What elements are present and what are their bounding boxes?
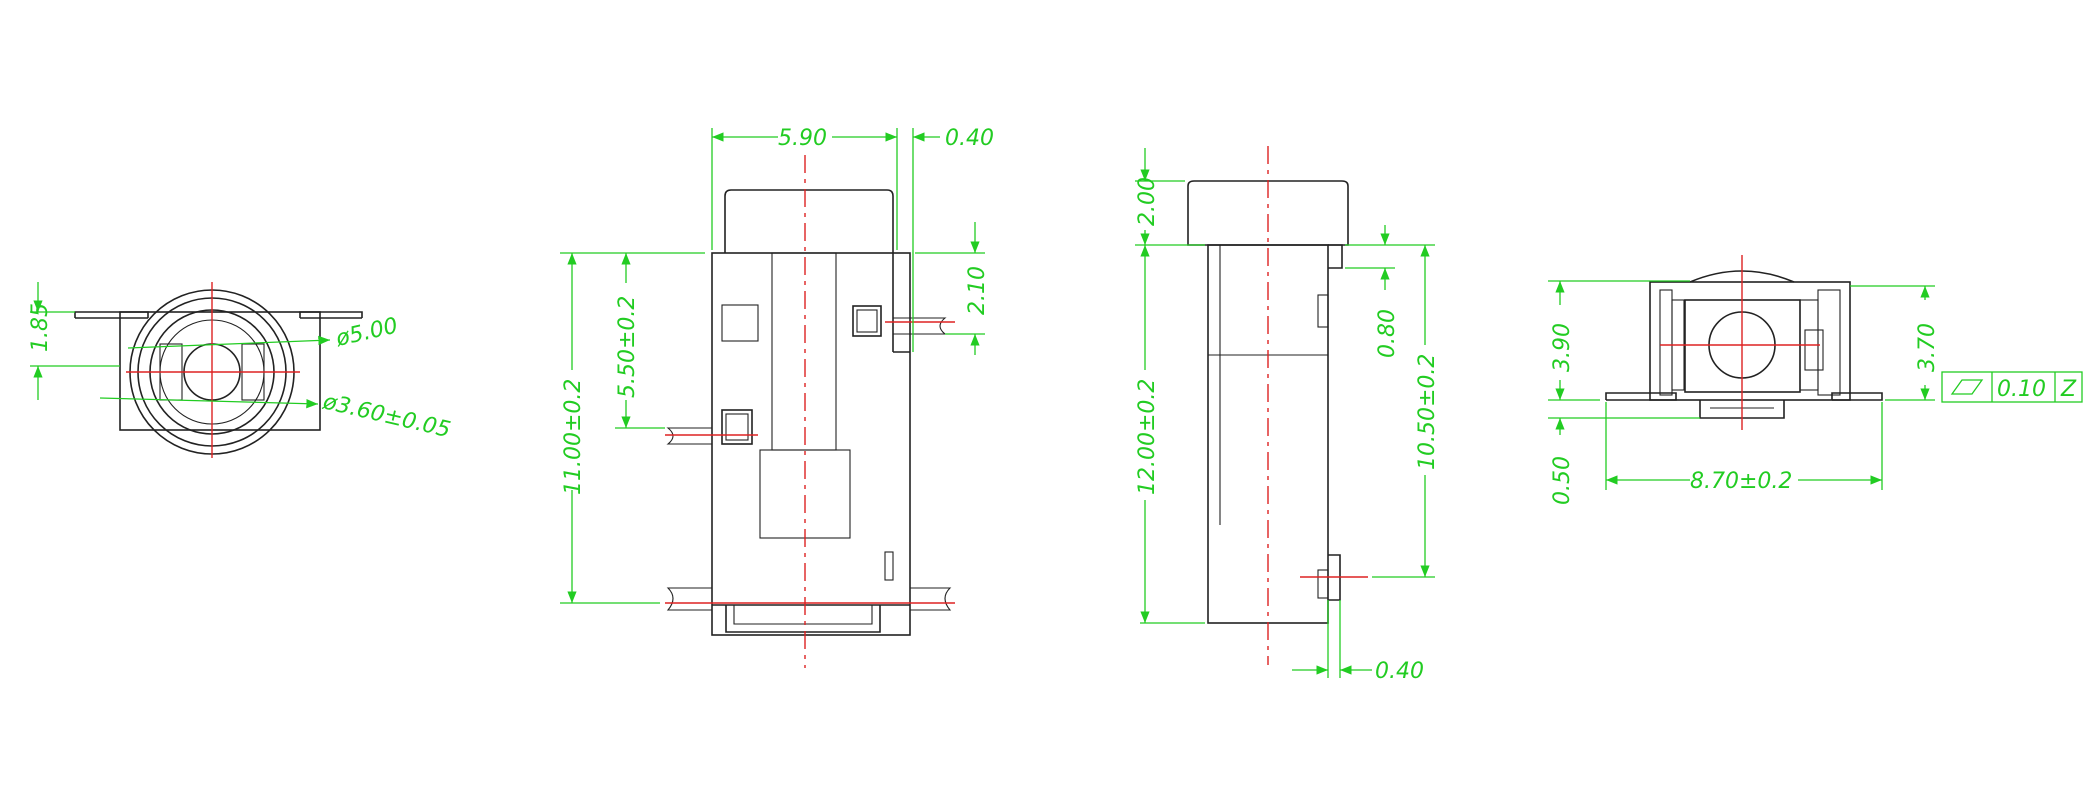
side-view-body bbox=[666, 189, 952, 636]
dim-bottom-label: 0.50 bbox=[1550, 456, 1575, 505]
bottom-view-centerlines bbox=[1660, 255, 1820, 430]
front-view-dimensions: 1.85 ø5.00 ø3.60±0.05 bbox=[28, 282, 453, 443]
dim-height-label: 1.85 bbox=[28, 303, 53, 352]
dim-outer-dia-label: ø5.00 bbox=[333, 313, 400, 352]
dim-bottom-offset-label: 0.40 bbox=[1375, 659, 1424, 684]
flatness-value-label: 0.10 bbox=[1997, 377, 2046, 402]
front-view-centerlines bbox=[126, 282, 300, 458]
dim-width-label: 5.90 bbox=[778, 126, 827, 151]
dim-height-right-label: 3.70 bbox=[1915, 323, 1940, 372]
dim-offset-label: 0.40 bbox=[945, 126, 994, 151]
dim-width-label-bottom: 8.70±0.2 bbox=[1690, 469, 1792, 494]
dim-rear-total-height-label: 12.00±0.2 bbox=[1135, 379, 1160, 495]
dim-total-height-label: 11.00±0.2 bbox=[561, 379, 586, 495]
flatness-datum-label: Z bbox=[2060, 377, 2077, 402]
bottom-view-dimensions: 3.90 0.50 3.70 8.70±0.2 bbox=[1548, 280, 1940, 505]
dim-body-height-label: 10.50±0.2 bbox=[1415, 354, 1440, 470]
flatness-tolerance-frame: ⏥ 0.10 Z bbox=[1941, 371, 2083, 403]
side-view-centerlines bbox=[665, 155, 955, 668]
dim-cap-label: 2.00 bbox=[1135, 177, 1160, 226]
rear-view-centerlines bbox=[1267, 146, 1368, 665]
bottom-view: 3.90 0.50 3.70 8.70±0.2 ⏥ 0.10 bbox=[1548, 255, 2083, 505]
dim-pin-label: 0.80 bbox=[1375, 309, 1400, 358]
front-view: 1.85 ø5.00 ø3.60±0.05 bbox=[28, 282, 453, 458]
rear-view-dimensions: 2.00 12.00±0.2 0.80 10.50±0.2 0.40 bbox=[1135, 148, 1440, 684]
dim-mid-height-label: 5.50±0.2 bbox=[615, 296, 640, 398]
side-view: 5.90 0.40 2.10 11.00±0.2 5.50±0.2 bbox=[560, 126, 994, 668]
rear-view: 2.00 12.00±0.2 0.80 10.50±0.2 0.40 bbox=[1135, 146, 1440, 684]
side-view-dimensions: 5.90 0.40 2.10 11.00±0.2 5.50±0.2 bbox=[560, 126, 994, 604]
dim-height-left-label: 3.90 bbox=[1550, 323, 1575, 372]
flatness-icon bbox=[1950, 379, 1984, 395]
dim-inner-dia-label: ø3.60±0.05 bbox=[320, 389, 453, 443]
dim-pin-spacing-label: 2.10 bbox=[965, 266, 990, 315]
